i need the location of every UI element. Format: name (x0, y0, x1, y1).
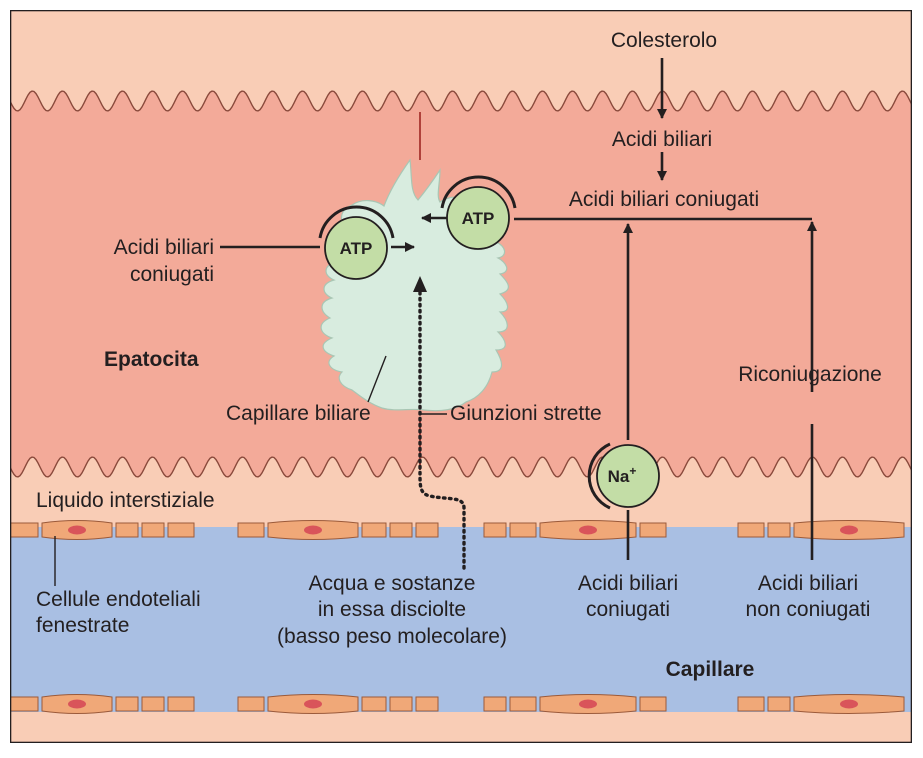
label-endothelial-line1: Cellule endoteliali (36, 588, 201, 611)
endothelial-segment (10, 696, 39, 712)
atp-right-membrane (440, 175, 517, 209)
endothelial-segment (141, 696, 165, 712)
atp-left-membrane (318, 205, 395, 239)
sodium-symbol: Na (608, 467, 630, 486)
endothelial-segment (737, 522, 765, 538)
endothelial-segment (389, 522, 413, 538)
label-conjugated-bile-acids: Acidi biliari coniugati (569, 188, 759, 211)
pathway-arrows (220, 58, 817, 560)
label-interstitial-fluid: Liquido interstiziale (36, 489, 215, 512)
label-left-conjugated-line1: Acidi biliari (114, 236, 214, 259)
endothelial-segment (10, 522, 39, 538)
blood-capillary (10, 527, 912, 712)
label-endothelial-line2: fenestrate (36, 614, 129, 637)
label-bile-acids: Acidi biliari (612, 128, 712, 151)
label-capillary: Capillare (666, 658, 755, 681)
atp-right-icon (446, 186, 510, 250)
label-left-conjugated-line2: coniugati (130, 263, 214, 286)
label-bottom-conjugated-line1: Acidi biliari (578, 572, 678, 595)
endothelial-cells-top (10, 520, 905, 540)
endothelial-segment (167, 522, 195, 538)
endothelial-segment (115, 696, 139, 712)
atp-pump-right: ATP (440, 175, 517, 250)
endothelial-segment (509, 696, 537, 712)
atp-left-label: ATP (340, 239, 373, 258)
paracellular-arrowhead (413, 276, 427, 292)
endothelial-segment (415, 696, 439, 712)
endothelial-nucleus (68, 699, 86, 709)
label-hepatocyte: Epatocita (104, 348, 199, 371)
endothelial-segment (415, 522, 439, 538)
endothelial-segment (389, 696, 413, 712)
endothelial-segment (737, 696, 765, 712)
endothelial-segment (639, 522, 667, 538)
leader-bile-capillary (367, 355, 387, 403)
endothelial-segment (767, 696, 791, 712)
endothelial-nucleus (840, 699, 858, 709)
endothelial-segment (361, 696, 387, 712)
endothelial-segment (167, 696, 195, 712)
atp-left-icon (324, 216, 388, 280)
sodium-charge: + (629, 464, 636, 478)
endothelial-segment (361, 522, 387, 538)
sodium-icon (596, 444, 660, 508)
endothelial-nucleus (304, 525, 322, 535)
endothelial-segment (639, 696, 667, 712)
label-reconjugation: Riconiugazione (738, 363, 882, 386)
sodium-label: Na+ (608, 464, 637, 486)
endothelial-nucleus (579, 699, 597, 709)
endothelial-segment (115, 522, 139, 538)
label-water-line1: Acqua e sostanze (309, 572, 476, 595)
label-water-line3: (basso peso molecolare) (277, 625, 507, 648)
endothelial-nucleus (840, 525, 858, 535)
sodium-cotransporter: Na+ (587, 442, 660, 510)
frame-border (10, 10, 912, 743)
endothelial-segment (483, 696, 507, 712)
endothelial-segment (237, 696, 265, 712)
endothelial-segment (509, 522, 537, 538)
endothelial-segment (141, 522, 165, 538)
label-unconjugated-line1: Acidi biliari (758, 572, 858, 595)
atp-right-label: ATP (462, 209, 495, 228)
labels: Colesterolo Acidi biliari Acidi biliari … (36, 29, 882, 681)
sodium-membrane (587, 442, 611, 510)
label-cholesterol: Colesterolo (611, 29, 717, 52)
label-unconjugated-line2: non coniugati (746, 598, 871, 621)
endothelial-nucleus (68, 525, 86, 535)
atp-pump-left: ATP (318, 205, 395, 280)
label-bottom-conjugated-line2: coniugati (586, 598, 670, 621)
endothelial-cells-bottom (10, 694, 905, 714)
endothelial-segment (237, 522, 265, 538)
paracellular-water-path (418, 288, 466, 570)
label-tight-junctions: Giunzioni strette (450, 402, 602, 425)
endothelial-nucleus (579, 525, 597, 535)
endothelial-segment (483, 522, 507, 538)
endothelial-nucleus (304, 699, 322, 709)
label-water-line2: in essa disciolte (318, 598, 466, 621)
label-bile-capillary: Capillare biliare (226, 402, 371, 425)
leader-lines (54, 355, 447, 586)
endothelial-segment (767, 522, 791, 538)
